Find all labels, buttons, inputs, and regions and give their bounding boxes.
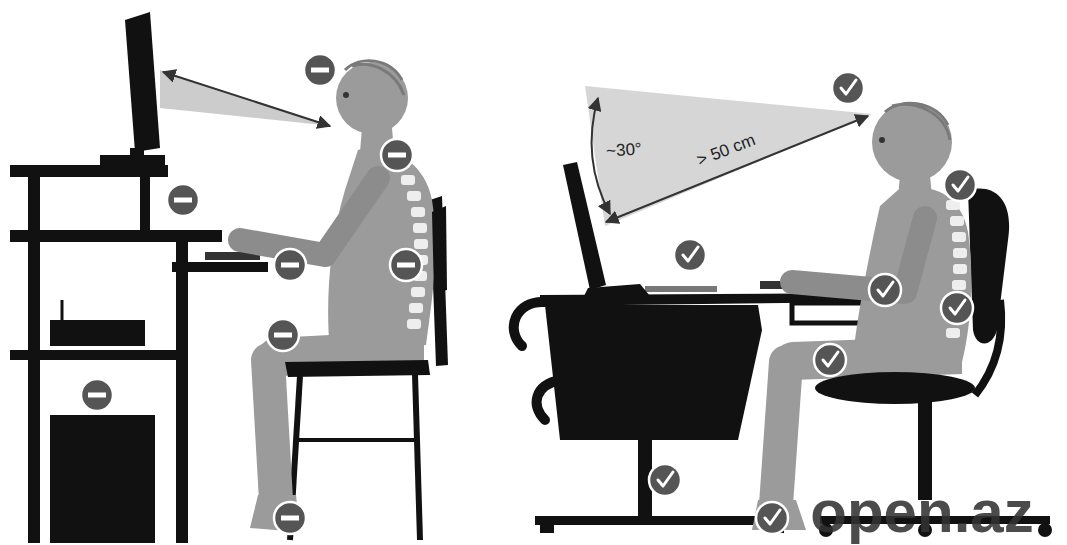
vertebra [952,280,966,290]
caster [1038,523,1052,537]
router-antenna [61,300,64,320]
vertebra [409,303,423,313]
good-icon [869,274,901,306]
vertebra [411,207,425,217]
chair-crossbar [298,438,418,442]
bad-icon [81,379,113,411]
distance-label: > 50 cm [695,131,758,169]
monitor-shelf [10,165,168,177]
good-workplace [514,72,1052,537]
view-arrow [163,72,330,126]
bad-icon [381,139,413,171]
shin [268,360,276,500]
vertebra [401,175,415,185]
lower-shelf [10,350,188,360]
bad-icon [167,184,199,216]
document-plate [645,286,717,292]
desk-body [545,305,762,440]
hair [885,103,950,140]
vertebra [414,239,428,249]
good-icon [832,72,864,104]
good-icon [649,464,681,496]
monitor [125,12,160,152]
vertebra [407,319,421,329]
good-icon [944,169,976,201]
bad-workplace [10,12,448,543]
vertebra [953,248,967,258]
shelf-support [140,177,150,230]
vertebra [413,223,427,233]
vertebra [946,328,960,338]
vertebra [411,287,425,297]
arm [792,218,925,292]
router [50,320,145,346]
bad-icon [304,54,336,86]
desk-top [10,230,222,242]
good-icon [941,292,973,324]
head [872,102,952,182]
bad-icon [274,502,306,534]
hair [345,61,404,95]
bad-icon [274,249,306,281]
good-icon [756,502,788,534]
bad-icon [390,249,422,281]
desk-post [176,230,188,543]
vertebra [407,191,421,201]
distance-arrow [606,116,868,222]
good-icon [674,239,706,271]
eye [343,92,349,98]
arm [240,178,378,255]
chair-back [968,188,1009,343]
monitor-base [100,155,165,165]
vertebra [952,232,966,242]
bad-icon [267,319,299,351]
chair-seat [285,360,430,377]
angle-label: ~30° [606,140,643,159]
chair-back [432,206,447,293]
monitor [563,162,606,290]
good-icon [814,344,846,376]
desk-lever [514,302,545,346]
vertebra [953,264,967,274]
desk-foot [540,525,554,533]
shin [776,362,786,505]
chair-leg [415,374,420,540]
computer-tower [50,415,155,543]
keyboard-tray [172,262,268,272]
monitor-base [584,284,650,296]
vertebra [950,216,964,226]
watermark: open.az [810,482,1033,542]
view-cone [585,86,872,226]
chair-seat [815,372,975,404]
eye [879,137,885,143]
